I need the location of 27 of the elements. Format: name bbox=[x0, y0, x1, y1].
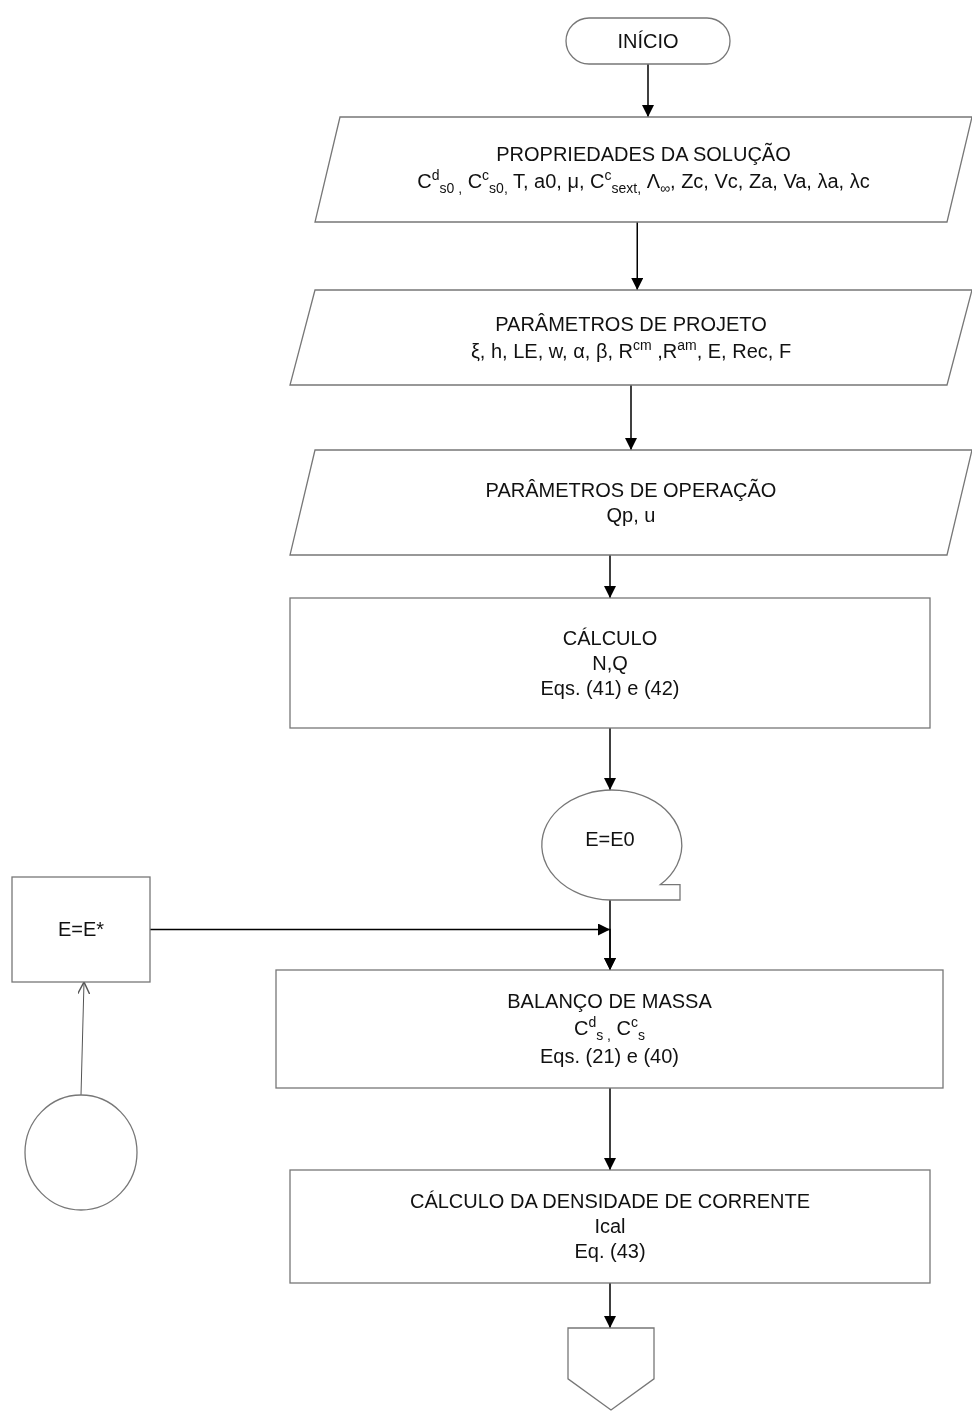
step-text: ξ, h, LE, w, α, β, R$^{cm}$ ,R$^{am}$, E, Rec, F bbox=[470, 336, 792, 364]
step-text: E=E0 bbox=[585, 826, 635, 852]
connector-circle bbox=[25, 1095, 137, 1210]
step-text: Eqs. (41) e (42) bbox=[540, 675, 680, 701]
arrow bbox=[76, 981, 91, 1096]
step-text: E=E* bbox=[57, 917, 105, 942]
step-heading: PARÂMETROS DE OPERAÇÃO bbox=[485, 477, 777, 503]
arrow bbox=[604, 1087, 616, 1171]
arrow bbox=[604, 727, 616, 791]
off-page-connector bbox=[568, 1328, 654, 1410]
step-heading: PARÂMETROS DE PROJETO bbox=[495, 311, 767, 337]
step-heading: CÁLCULO DA DENSIDADE DE CORRENTE bbox=[409, 1189, 811, 1214]
arrow bbox=[642, 63, 654, 118]
step-heading: BALANÇO DE MASSA bbox=[507, 988, 712, 1014]
arrow bbox=[604, 554, 616, 599]
step-text: Qp, u bbox=[606, 502, 656, 528]
arrow bbox=[604, 1282, 616, 1329]
step-text: Eqs. (21) e (40) bbox=[540, 1044, 679, 1070]
step-text: Ical bbox=[594, 1214, 626, 1239]
step-text: INÍCIO bbox=[617, 28, 679, 54]
arrow bbox=[625, 384, 637, 451]
step-heading: PROPRIEDADES DA SOLUÇÃO bbox=[496, 141, 791, 167]
step-text: Eq. (43) bbox=[574, 1239, 646, 1264]
step-heading: CÁLCULO bbox=[562, 625, 658, 651]
arrow bbox=[631, 221, 644, 291]
step-text: C$^{d}$$_{s0 ,}$ C$^{c}$$_{s0,}$ T, a0, μ, C$^{c}$$_{sext,}$ Λ$_{∞}$, Zc, Vc, Za, Va, λa, λc bbox=[417, 166, 870, 198]
step-text: N,Q bbox=[592, 650, 628, 676]
